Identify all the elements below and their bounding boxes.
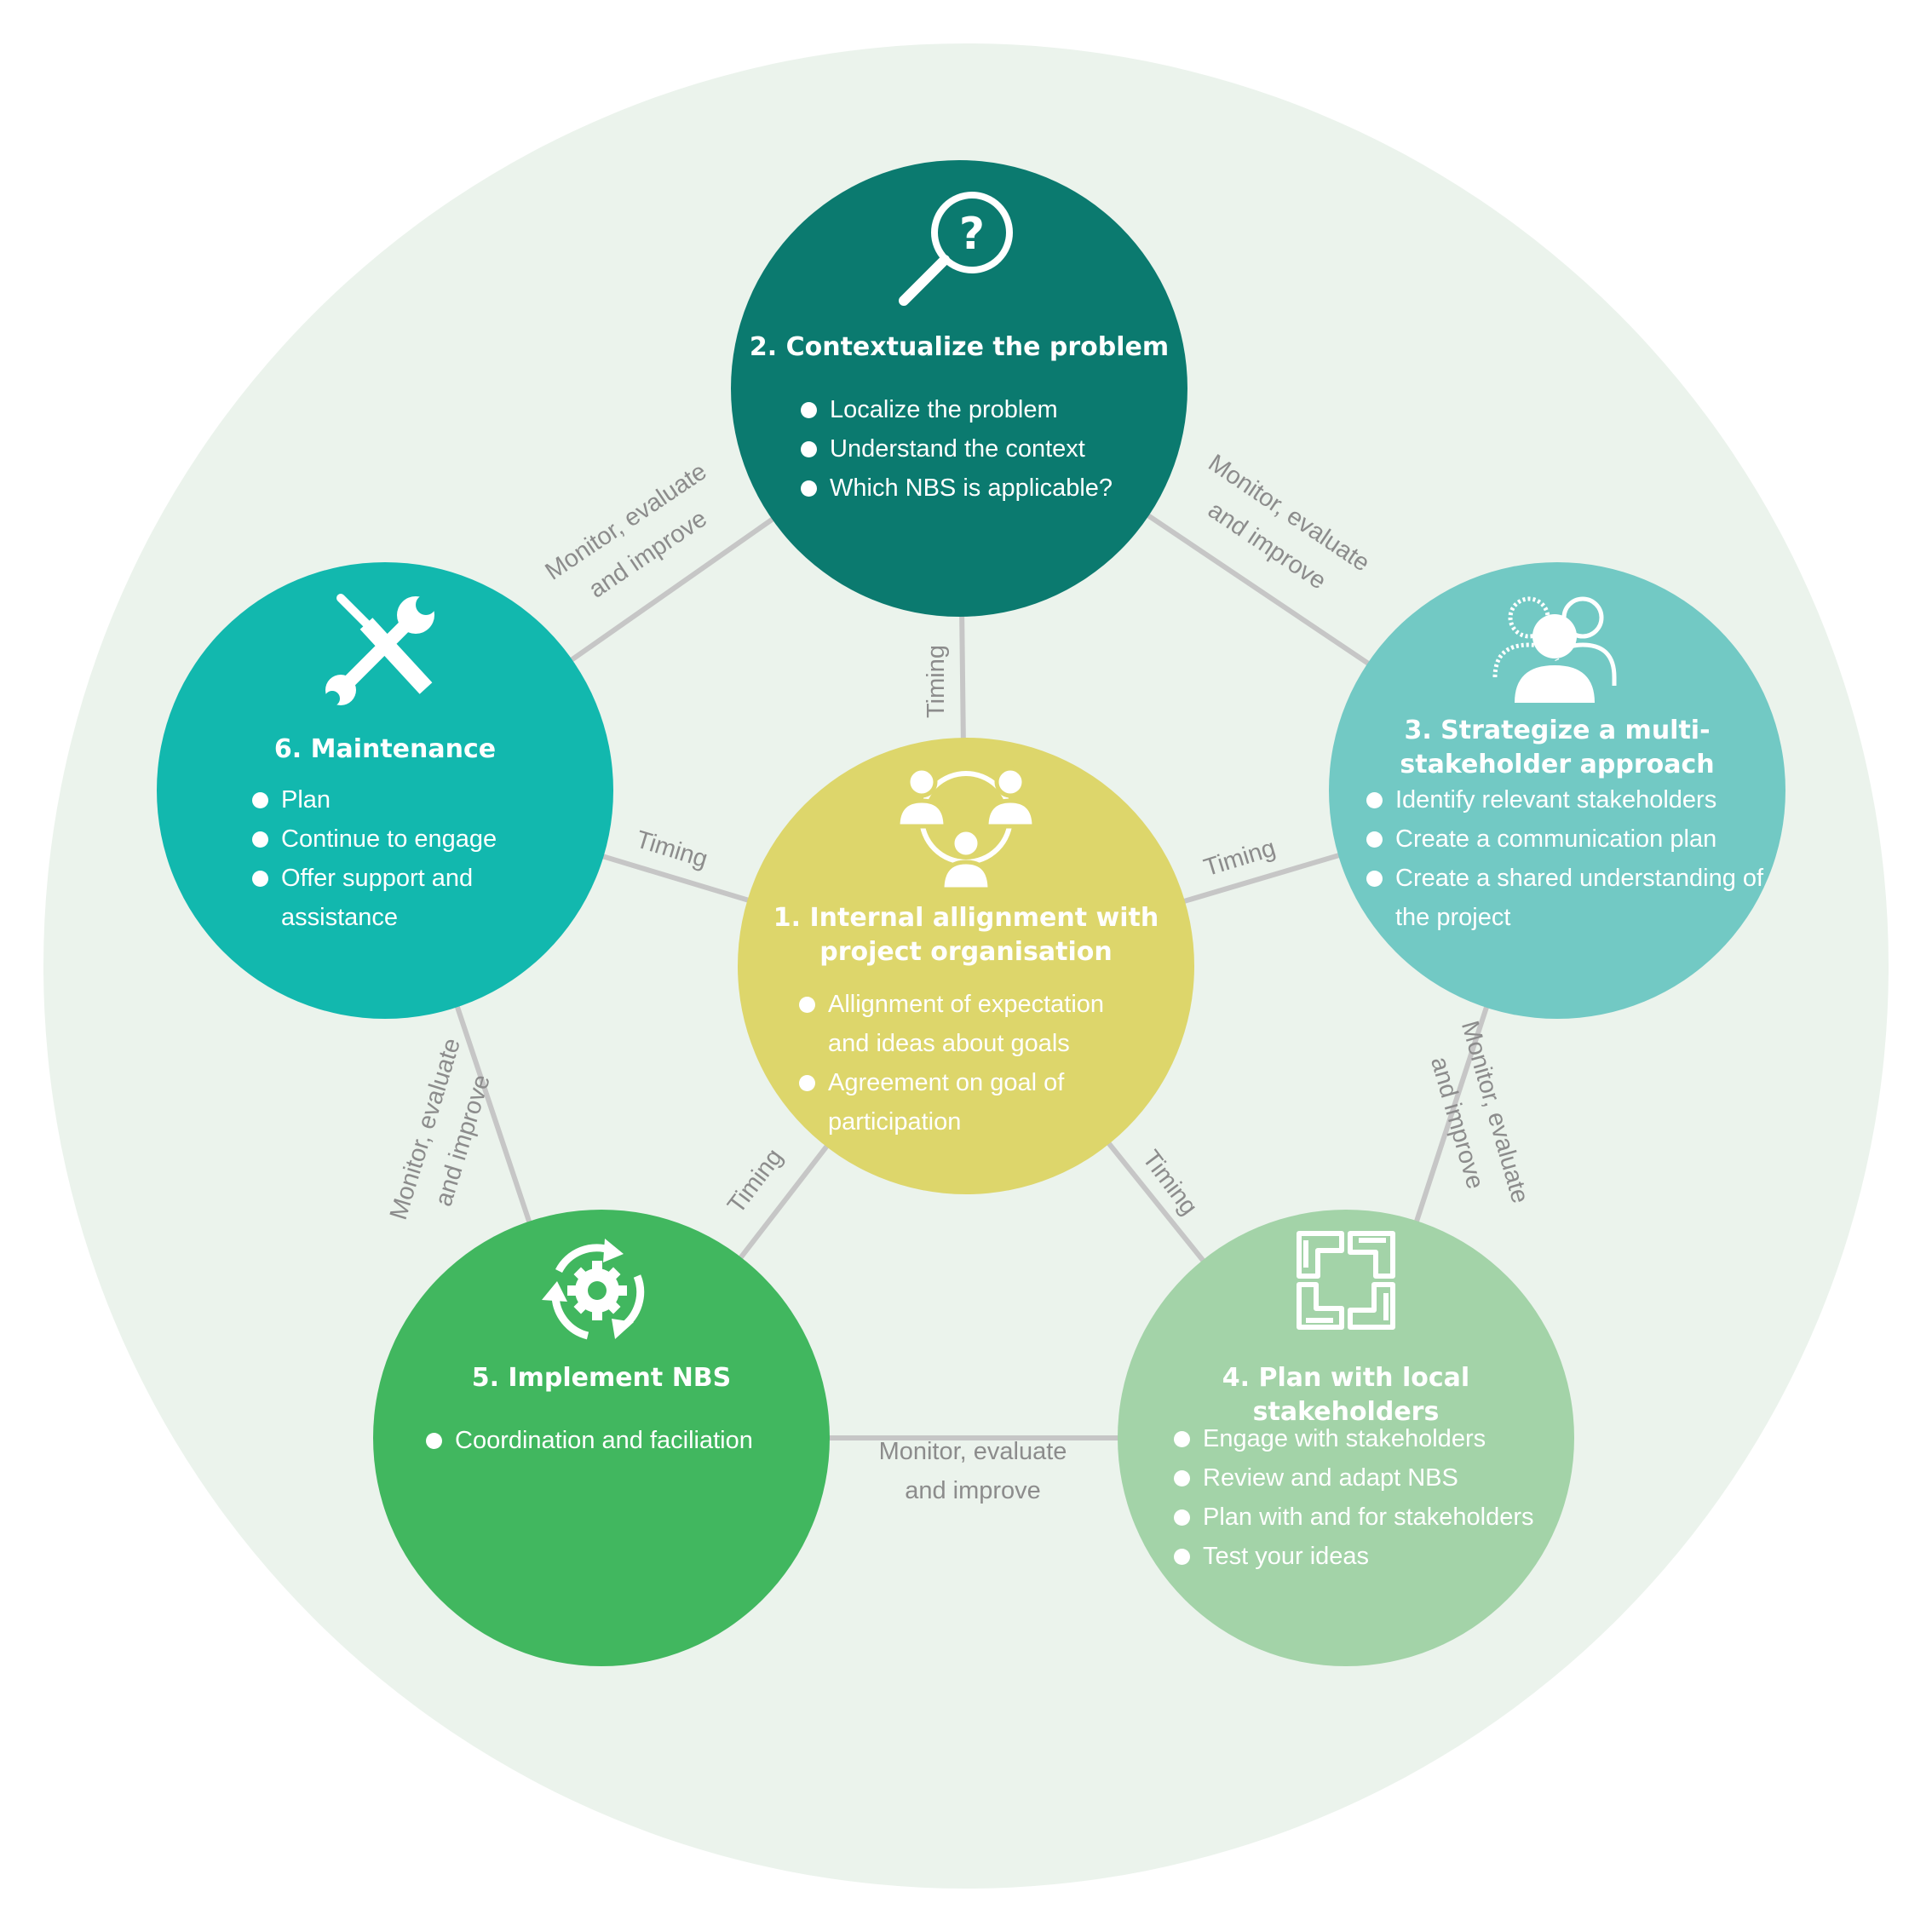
step-1-internal-alignment-node: 1. Internal allignment with project orga… <box>738 738 1194 1194</box>
stakeholder-group-icon <box>1492 596 1617 703</box>
list-item-text: Create a communication plan <box>1395 825 1717 853</box>
list-item-text: Plan with and for stakeholders <box>1203 1504 1534 1531</box>
team-circle-icon <box>898 766 1034 892</box>
list-item-text: Coordination and faciliation <box>455 1427 753 1454</box>
list-item: Understand the context <box>801 429 1176 469</box>
list-item: Identify relevant stakeholders <box>1366 780 1775 819</box>
list-item: Create a communication plan <box>1366 819 1775 859</box>
list-item-text: Which NBS is applicable? <box>830 474 1113 502</box>
list-item: Agreement on goal of participation <box>799 1063 1140 1141</box>
list-item-text: Create a shared understanding of the pro… <box>1395 865 1764 931</box>
step-4-list: Engage with stakeholders Review and adap… <box>1174 1419 1566 1576</box>
list-item-text: Understand the context <box>830 435 1085 463</box>
step-4-plan-node: 4. Plan with local stakeholders Engage w… <box>1118 1210 1574 1666</box>
list-item: Review and adapt NBS <box>1174 1458 1566 1498</box>
joined-hands-icon <box>1297 1231 1395 1330</box>
step-5-list: Coordination and faciliation <box>426 1421 801 1460</box>
step-1-title: 1. Internal allignment with project orga… <box>773 903 1159 967</box>
list-item-text: Localize the problem <box>830 396 1058 423</box>
svg-text:?: ? <box>959 209 985 260</box>
list-item: Continue to engage <box>252 819 559 859</box>
list-item-text: Test your ideas <box>1203 1543 1370 1570</box>
step-2-title: 2. Contextualize the problem <box>749 332 1170 362</box>
step-3-strategize-node: 3. Strategize a multi-stakeholder approa… <box>1329 562 1785 1019</box>
list-item-text: Allignment of expectation and ideas abou… <box>828 991 1105 1057</box>
tools-icon <box>325 594 436 706</box>
step-5-title: 5. Implement NBS <box>471 1363 732 1393</box>
list-item: Coordination and faciliation <box>426 1421 801 1460</box>
list-item-text: Review and adapt NBS <box>1203 1464 1458 1492</box>
timing-label-1-2: Timing <box>923 645 950 718</box>
magnifier-question-icon: ? <box>899 192 1013 306</box>
list-item: Which NBS is applicable? <box>801 469 1176 508</box>
list-item: Engage with stakeholders <box>1174 1419 1566 1458</box>
step-3-list: Identify relevant stakeholders Create a … <box>1366 780 1775 937</box>
step-3-title: 3. Strategize a multi-stakeholder approa… <box>1400 716 1715 779</box>
list-item-text: Continue to engage <box>281 825 497 853</box>
list-item: Test your ideas <box>1174 1537 1566 1576</box>
list-item-text: Agreement on goal of participation <box>828 1069 1065 1136</box>
step-6-list: Plan Continue to engage Offer support an… <box>252 780 559 937</box>
step-6-maintenance-node: 6. Maintenance Plan Continue to engage O… <box>157 562 613 1019</box>
list-item-text: Offer support and assistance <box>281 865 474 931</box>
list-item-text: Engage with stakeholders <box>1203 1425 1486 1452</box>
list-item: Plan <box>252 780 559 819</box>
step-2-contextualize-node: ? 2. Contextualize the problem Localize … <box>731 160 1187 617</box>
step-4-title: 4. Plan with local stakeholders <box>1222 1363 1470 1427</box>
list-item-text: Plan <box>281 786 331 814</box>
step-5-implement-node: 5. Implement NBS Coordination and facili… <box>373 1210 830 1666</box>
step-6-title: 6. Maintenance <box>273 734 497 764</box>
list-item: Localize the problem <box>801 390 1176 429</box>
list-item: Create a shared understanding of the pro… <box>1366 859 1775 937</box>
gear-cycle-icon <box>542 1239 645 1340</box>
list-item: Plan with and for stakeholders <box>1174 1498 1566 1537</box>
step-1-list: Allignment of expectation and ideas abou… <box>799 985 1140 1141</box>
list-item: Offer support and assistance <box>252 859 559 937</box>
step-2-list: Localize the problem Understand the cont… <box>801 390 1176 508</box>
list-item-text: Identify relevant stakeholders <box>1395 786 1717 814</box>
list-item: Allignment of expectation and ideas abou… <box>799 985 1140 1063</box>
